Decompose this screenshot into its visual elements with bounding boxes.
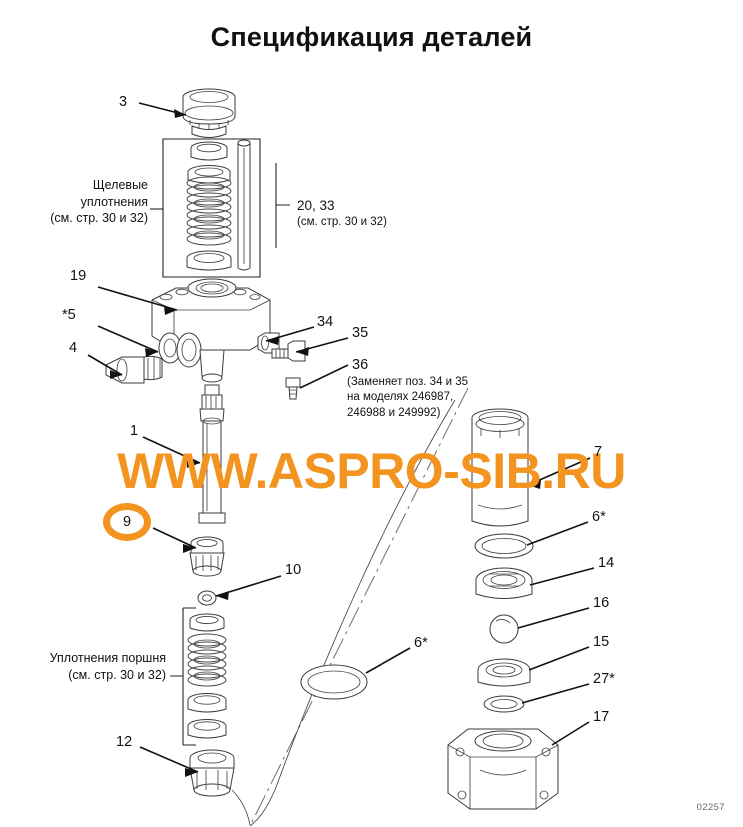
part-12-nut — [189, 749, 251, 826]
callout-label-3: 3 — [119, 94, 128, 110]
piston-seals-line1: Уплотнения поршня — [49, 651, 166, 665]
callout-label-14: 14 — [598, 555, 615, 571]
part-6-oring-middle — [300, 664, 368, 700]
callout-label-17: 17 — [593, 709, 610, 725]
callout-label-6-right: 6* — [592, 509, 606, 525]
part-10-oring — [197, 590, 217, 606]
part-9-seat — [189, 536, 225, 577]
callout-label-7: 7 — [594, 444, 603, 460]
note-item-36: (Заменяет поз. 34 и 35 на моделях 246987… — [347, 375, 468, 421]
throat-seals-line3: (см. стр. 30 и 32) — [50, 211, 148, 225]
items-20-33-line2: (см. стр. 30 и 32) — [297, 215, 387, 228]
throat-seals-line1: Щелевые — [92, 178, 148, 192]
part-1-piston-rod — [198, 384, 226, 524]
throat-seals-line2: уплотнения — [80, 194, 148, 209]
callout-label-1: 1 — [130, 423, 139, 439]
part-14-valve-seat — [475, 567, 533, 599]
callout-label-19: 19 — [70, 268, 87, 284]
note-36-line2: на моделях 246987, — [347, 391, 454, 404]
document-code: 02257 — [696, 802, 725, 813]
callout-label-15: 15 — [593, 634, 610, 650]
part-7-cylinder — [471, 408, 529, 527]
group-label-throat-seals: Щелевые уплотнения (см. стр. 30 и 32) — [10, 177, 148, 227]
callout-label-9: 9 — [122, 514, 132, 530]
bracket-piston-seals — [170, 607, 196, 746]
callout-label-34: 34 — [317, 314, 334, 330]
bracket-20-33 — [275, 163, 290, 248]
callout-label-16: 16 — [593, 595, 610, 611]
items-20-33-line1: 20, 33 — [297, 198, 335, 213]
page-title: Спецификация деталей — [210, 22, 533, 52]
callout-badge-9-highlighted[interactable]: 9 — [103, 503, 151, 541]
callout-label-35: 35 — [352, 325, 369, 341]
piston-seal-stack — [187, 613, 227, 739]
part-19-housing — [151, 278, 271, 383]
leader-lines — [87, 102, 595, 777]
part-20-33-seal-stack — [186, 139, 251, 271]
part-3-cap — [182, 88, 236, 138]
note-36-line1: (Заменяет поз. 34 и 35 — [347, 376, 469, 388]
note-36-line3: 246988 и 249992) — [347, 406, 441, 419]
callout-label-12: 12 — [116, 734, 133, 750]
part-35-screw — [271, 340, 306, 362]
part-15-guide — [477, 658, 531, 687]
part-6-oring-right — [474, 533, 534, 559]
group-label-20-33: 20, 33 (см. стр. 30 и 32) — [297, 197, 387, 230]
group-label-piston-seals: Уплотнения поршня (см. стр. 30 и 32) — [0, 650, 166, 683]
part-36-screw — [285, 377, 301, 400]
callout-label-4: 4 — [69, 340, 78, 356]
bracket-throat-seals — [162, 138, 261, 278]
part-27-gasket — [483, 695, 525, 713]
callout-label-6-middle: 6* — [414, 635, 428, 651]
part-17-housing — [447, 728, 559, 810]
callout-label-36: 36 — [352, 357, 369, 373]
callout-label-5: *5 — [62, 307, 76, 323]
part-16-ball — [489, 614, 519, 644]
callout-label-10: 10 — [285, 562, 302, 578]
piston-seals-line2: (см. стр. 30 и 32) — [68, 667, 166, 682]
callout-label-27: 27* — [593, 671, 615, 687]
